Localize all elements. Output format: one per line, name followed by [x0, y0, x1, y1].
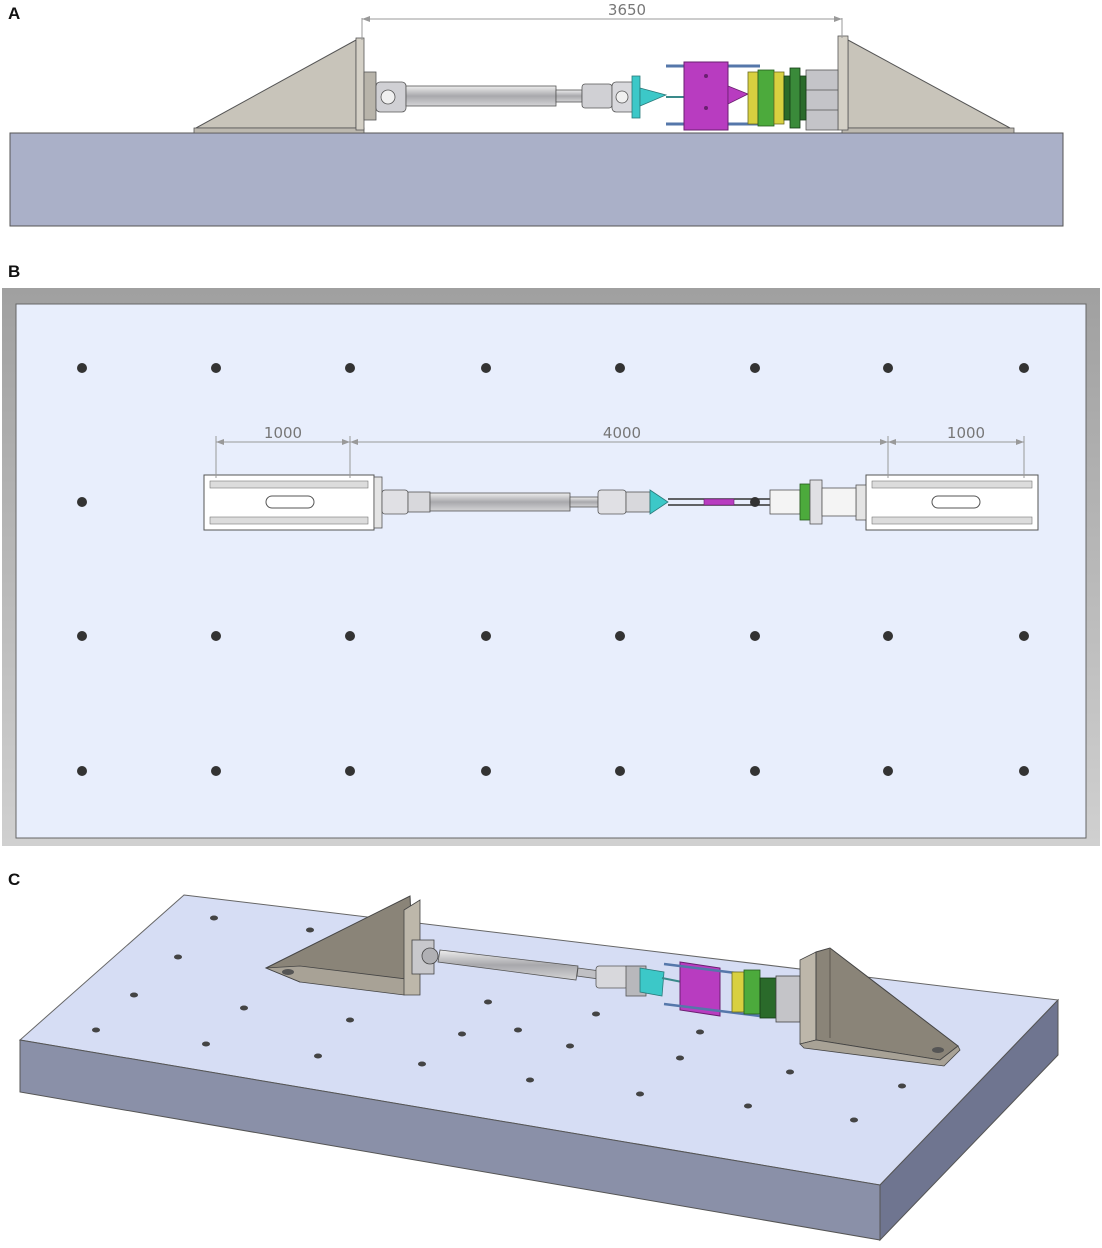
bolt-hole	[240, 1005, 248, 1011]
dimension-label-left-1000: 1000	[264, 424, 302, 442]
bolt-hole	[130, 992, 138, 998]
bolt-hole	[481, 631, 491, 641]
bolt-hole	[526, 1077, 534, 1083]
magenta-specimen-holder-isometric	[679, 961, 721, 1017]
plate-top-surface	[15, 303, 1087, 839]
bolt-hole	[744, 1103, 752, 1109]
bolt-hole	[696, 1029, 704, 1035]
actuator-assembly-isometric	[437, 949, 801, 1023]
bolt-hole	[615, 631, 625, 641]
dimension-label-3650: 3650	[608, 1, 646, 19]
bolt-holes-isometric	[92, 915, 906, 1123]
panel-label-c: C	[8, 870, 21, 889]
bolt-hole	[1019, 766, 1029, 776]
bolt-hole	[883, 631, 893, 641]
bolt-hole	[92, 1027, 100, 1033]
bolt-hole	[1019, 363, 1029, 373]
panel-b-top-view: 1000 4000 1000	[2, 288, 1100, 846]
bolt-hole	[77, 631, 87, 641]
panel-c-isometric-view	[18, 894, 1060, 1242]
dimension-label-right-1000: 1000	[947, 424, 985, 442]
bolt-hole	[174, 954, 182, 960]
right-bracket-side	[805, 35, 1015, 134]
bolt-hole	[615, 766, 625, 776]
bolt-hole	[1019, 631, 1029, 641]
bolt-hole	[615, 363, 625, 373]
bolt-hole	[750, 766, 760, 776]
actuator-assembly-top	[381, 479, 857, 525]
bolt-hole	[750, 363, 760, 373]
bolt-hole	[481, 363, 491, 373]
bolt-hole	[210, 915, 218, 921]
bolt-hole	[898, 1083, 906, 1089]
bolt-hole	[676, 1055, 684, 1061]
bolt-hole	[211, 766, 221, 776]
right-bracket-isometric	[799, 947, 961, 1067]
dimension-3650	[361, 16, 843, 40]
panel-label-b: B	[8, 262, 21, 281]
bolt-hole	[786, 1069, 794, 1075]
bolt-hole	[484, 999, 492, 1005]
bolt-hole	[346, 1017, 354, 1023]
bolt-hole	[77, 363, 87, 373]
bolt-hole	[514, 1027, 522, 1033]
actuator-assembly-side	[375, 61, 807, 131]
bolt-hole	[306, 927, 314, 933]
dimension-label-4000: 4000	[603, 424, 641, 442]
slab-side-face	[879, 998, 1059, 1242]
magenta-specimen-holder	[683, 61, 729, 131]
bolt-hole	[211, 363, 221, 373]
bolt-hole	[883, 766, 893, 776]
right-mount-top	[855, 474, 1039, 531]
bolt-hole	[566, 1043, 574, 1049]
bolt-hole	[750, 631, 760, 641]
bolt-hole	[314, 1053, 322, 1059]
bolt-hole	[202, 1041, 210, 1047]
bolt-hole	[481, 766, 491, 776]
bolt-hole	[636, 1091, 644, 1097]
bolt-hole	[77, 497, 87, 507]
bolt-hole	[850, 1117, 858, 1123]
bolt-hole	[418, 1061, 426, 1067]
bolt-hole	[345, 766, 355, 776]
left-mount-top	[203, 474, 383, 531]
bolt-hole	[592, 1011, 600, 1017]
left-bracket-side	[193, 37, 377, 134]
bolt-hole	[345, 363, 355, 373]
dimensions-top	[215, 436, 1025, 478]
base-block-side	[9, 132, 1064, 227]
panel-label-a: A	[8, 4, 21, 23]
bolt-hole	[77, 766, 87, 776]
bolt-hole	[211, 631, 221, 641]
left-bracket-isometric	[264, 895, 439, 996]
bolt-hole	[345, 631, 355, 641]
panel-a-side-view: 3650	[9, 1, 1064, 227]
bolt-hole	[458, 1031, 466, 1037]
bolt-hole	[883, 363, 893, 373]
